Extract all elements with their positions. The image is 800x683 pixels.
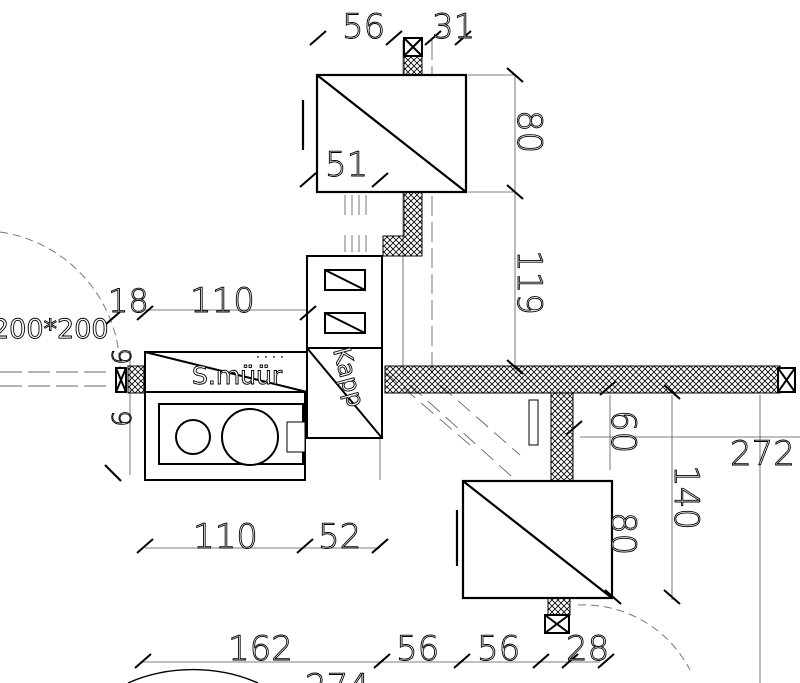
dim-right-80b: 80 [603,512,643,555]
dim-bottom-52: 52 [318,517,361,557]
terminal-bottom [544,614,570,634]
wall-label: S.müür [192,361,283,390]
terminal-right [777,367,796,393]
extension-lines [129,40,800,683]
dim-bottom-274: 274 [305,667,370,683]
unit-top [301,73,468,194]
horizontal-dashed-lines [0,371,110,387]
dim-left-9: 9 [105,348,135,365]
tick-marks [104,30,681,669]
background-arcs [0,231,691,671]
unit-bottom-right [455,479,614,600]
dim-right-80a: 80 [509,110,549,153]
dim-top-56: 56 [342,7,385,47]
dim-left-9b: 9 [105,410,135,427]
terminal-left [115,367,127,393]
dim-top-31: 31 [432,7,475,47]
dim-left-18: 18 [108,282,149,320]
dim-right-272: 272 [730,434,795,474]
cabinet-column [306,255,383,439]
terminal-top [403,37,423,57]
dim-left-110: 110 [190,281,255,321]
dim-bottom-56a: 56 [396,629,439,669]
dim-bottom-28: 28 [566,629,609,669]
dim-right-60: 60 [603,410,643,453]
dim-bottom-110: 110 [193,517,258,557]
left-equipment [144,351,308,481]
small-dots [257,356,283,358]
dim-unit-51: 51 [325,145,368,185]
small-vertical-element [528,399,539,446]
arc-bottom-left [127,668,259,683]
dim-bottom-162: 162 [228,629,293,669]
size-label: 200*200 [0,314,109,345]
dim-right-140: 140 [666,465,706,530]
dim-right-119: 119 [509,250,549,315]
ducts [127,49,781,616]
dim-bottom-56b: 56 [477,629,520,669]
